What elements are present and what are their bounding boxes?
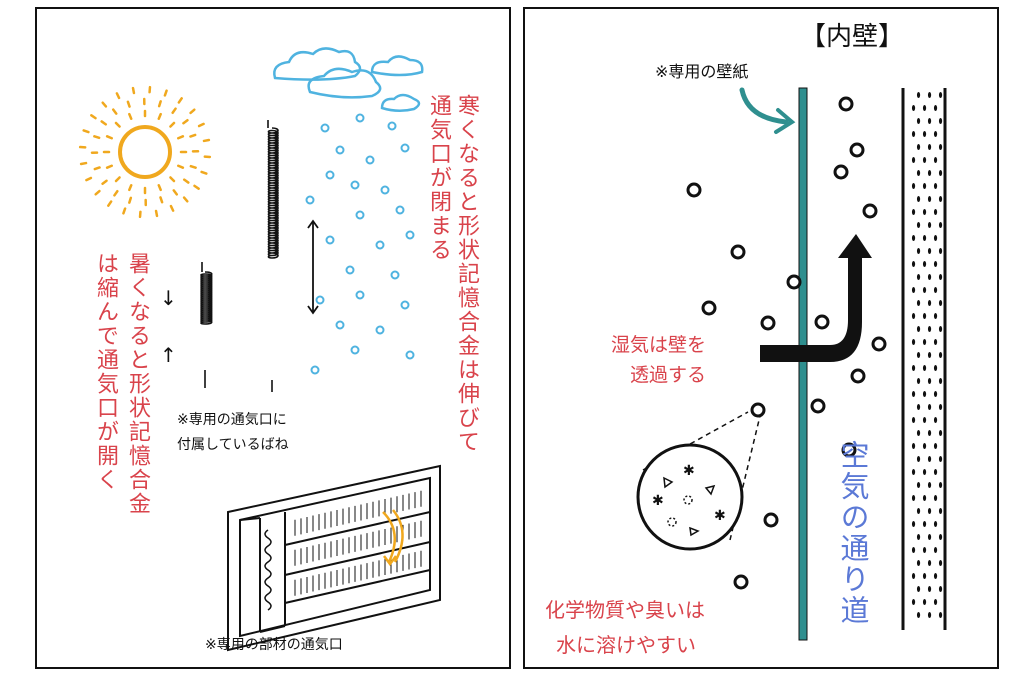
cold-caption-line2: 通気口が閉まる [426, 94, 451, 262]
cold-caption-line1: 寒くなると形状記憶合金は伸びて [454, 94, 479, 454]
arrow-down: ↓ [160, 286, 177, 310]
hot-caption-line1: 暑くなると形状記憶合金 [125, 252, 150, 516]
arrow-up: ↑ [160, 343, 177, 367]
moisture-caption-line2: 透過する [630, 364, 707, 386]
moisture-caption-line1: 湿気は壁を [611, 334, 707, 356]
moisture-particles [686, 96, 887, 590]
pointer-arrow-icon [739, 87, 796, 134]
spring-note-line1: ※専用の通気口に [177, 412, 287, 428]
moisture-flow-arrow-icon [760, 234, 872, 362]
vent-note: ※専用の部材の通気口 [205, 637, 343, 653]
wallpaper-layer [798, 87, 808, 641]
svg-text:✱: ✱ [683, 463, 695, 479]
chemical-caption-line1: 化学物質や臭いは [545, 598, 705, 622]
hot-caption-line2: は縮んで通気口が開く [93, 252, 118, 492]
vent-illustration [227, 464, 441, 652]
magnified-particle-circle: ✱ ✱ ✱ [636, 411, 761, 551]
chemical-caption-line2: 水に溶けやすい [556, 633, 696, 657]
sun-icon [78, 85, 212, 219]
panel-title: 【内壁】 [800, 22, 905, 52]
cloud-icon [273, 47, 424, 112]
spring-note-line2: 付属しているばね [177, 437, 289, 453]
air-passage-label: 空気の通り道 [836, 440, 870, 626]
svg-text:✱: ✱ [652, 493, 664, 509]
wallpaper-note: ※専用の壁紙 [655, 62, 749, 81]
raindrops [305, 113, 415, 375]
spring-icon [200, 120, 279, 392]
insulation-pattern [911, 92, 943, 618]
double-arrow-icon [307, 219, 319, 315]
svg-text:✱: ✱ [714, 508, 726, 524]
